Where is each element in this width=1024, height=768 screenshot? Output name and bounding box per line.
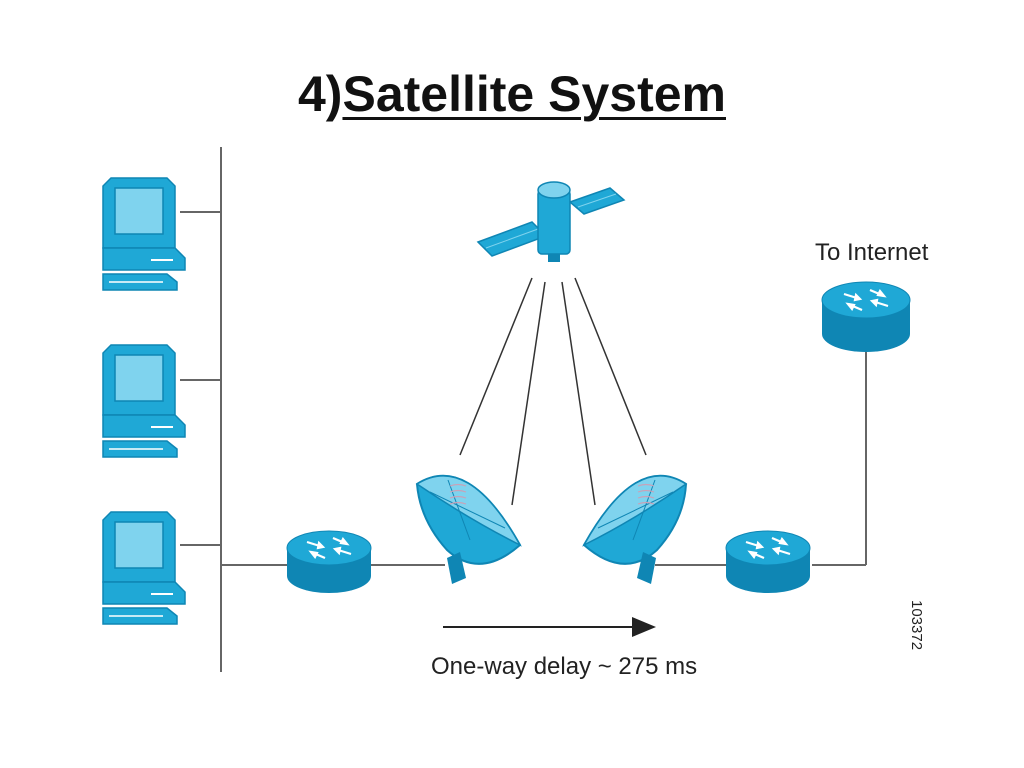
router-icon — [821, 281, 911, 352]
satellite-dish-icon — [415, 474, 522, 584]
computer-icon — [102, 344, 186, 458]
beam-line — [561, 281, 596, 506]
figure-id-label: 103372 — [908, 600, 925, 650]
computer-icon — [102, 177, 186, 291]
title-text: Satellite System — [342, 66, 726, 122]
internet-label: To Internet — [815, 239, 929, 266]
title-number: 4) — [298, 66, 343, 122]
computer-icon — [102, 511, 186, 625]
page-title: 4)Satellite System — [0, 62, 1024, 126]
router-icon — [725, 530, 811, 593]
satellite-dish-icon — [582, 474, 688, 584]
satellite-icon — [476, 181, 626, 262]
beam-line — [459, 277, 533, 456]
beam-line — [574, 277, 647, 456]
delay-label: One-way delay ~ 275 ms — [431, 653, 697, 680]
router-icon — [286, 530, 372, 593]
beam-line — [511, 281, 546, 506]
